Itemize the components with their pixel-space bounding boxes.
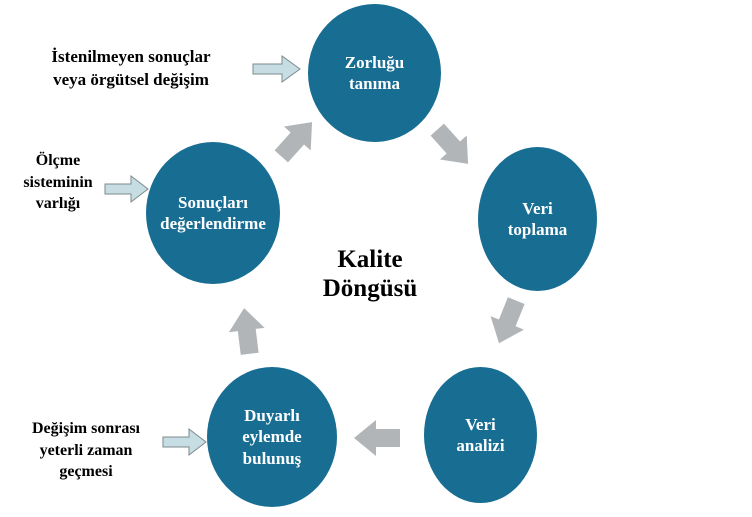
input-arrow-to-duyarli-eylemde-bulunus-icon	[162, 427, 207, 457]
node-sonuclari-degerlendirme-label: Sonuçları değerlendirme	[160, 192, 266, 233]
node-sonuclari-degerlendirme: Sonuçları değerlendirme	[146, 142, 280, 284]
node-veri-toplama-label: Veri toplama	[507, 198, 568, 239]
cycle-arrow-top-to-right-icon	[430, 123, 469, 164]
node-veri-analizi-label: Veri analizi	[456, 414, 505, 455]
node-zorlugu-tanima: Zorluğu tanıma	[308, 4, 441, 142]
external-label-olcme-sisteminin-varligi: Ölçme sisteminin varlığı	[23, 152, 93, 213]
node-veri-toplama: Veri toplama	[478, 147, 597, 291]
node-duyarli-eylemde-bulunus: Duyarlı eylemde bulunuş	[207, 367, 337, 507]
diagram-title: Kalite Döngüsü	[322, 246, 418, 302]
external-label-degisim-sonrasi: Değişim sonrası yeterli zaman geçmesi	[32, 420, 140, 481]
input-arrow-to-sonuclari-degerlendirme-icon	[104, 174, 149, 204]
cycle-arrow-right-to-bottomright-icon	[490, 297, 525, 344]
cycle-arrow-bottomcenter-to-left-icon	[228, 308, 265, 355]
node-zorlugu-tanima-label: Zorluğu tanıma	[344, 52, 405, 93]
input-arrow-to-zorlugu-tanima-icon	[252, 55, 301, 83]
cycle-arrow-bottomright-to-bottomcenter-icon	[354, 420, 400, 456]
cycle-arrow-left-to-top-icon	[274, 122, 313, 163]
node-veri-analizi: Veri analizi	[424, 367, 537, 503]
external-label-istenilmeyen-sonuclar: İstenilmeyen sonuçlar veya örgütsel deği…	[51, 47, 211, 89]
node-duyarli-eylemde-bulunus-label: Duyarlı eylemde bulunuş	[242, 406, 302, 468]
